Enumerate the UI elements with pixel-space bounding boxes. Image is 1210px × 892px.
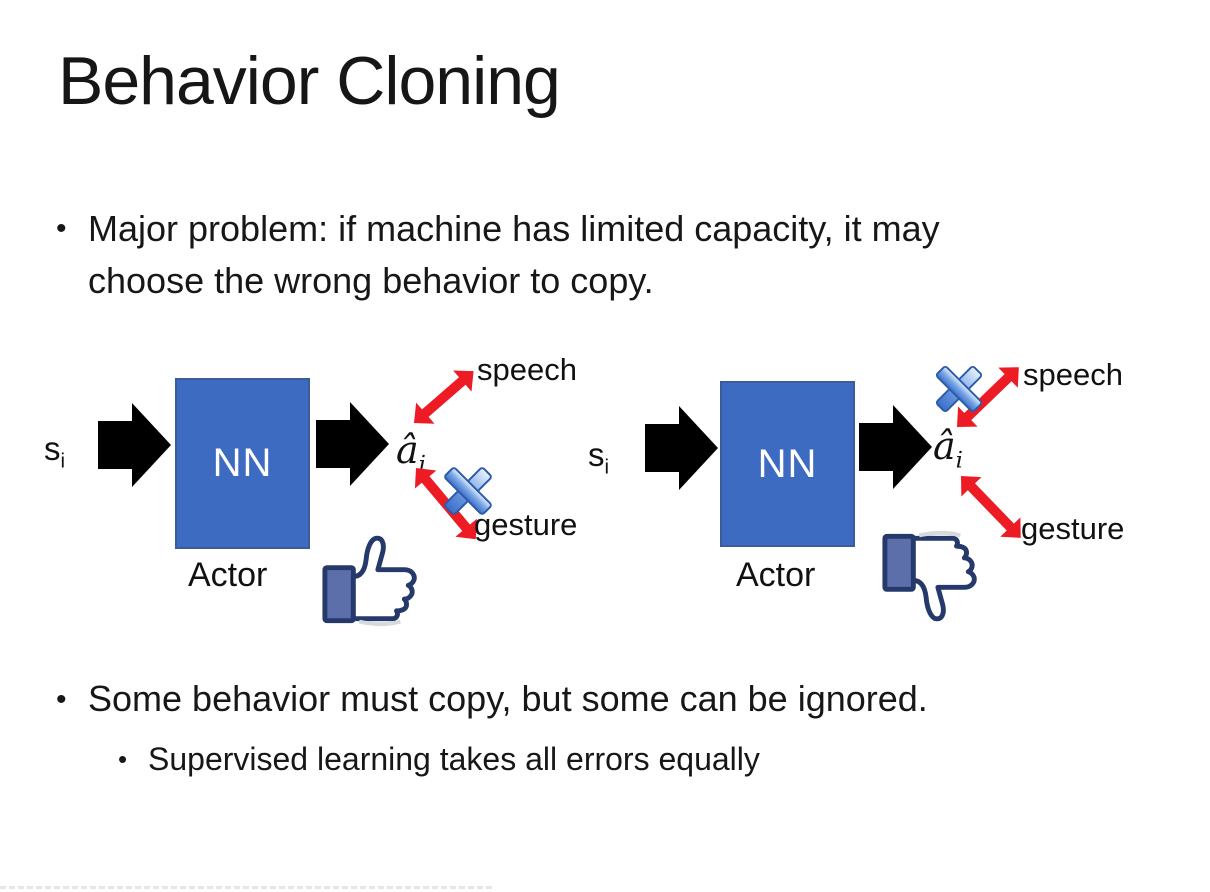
thumbs-up-icon	[322, 535, 417, 627]
cross-out-icon	[935, 365, 983, 413]
right-arrow-icon	[859, 405, 932, 489]
input-state-label: si	[588, 436, 610, 479]
right-arrow-icon	[645, 406, 718, 490]
cross-out-icon	[444, 467, 492, 515]
bullet-supervised-text: Supervised learning takes all errors equ…	[148, 741, 760, 777]
bullet-major-problem-text: Major problem: if machine has limited ca…	[88, 208, 940, 301]
output-action-label: âi	[396, 428, 426, 478]
bullet-some-behavior: • Some behavior must copy, but some can …	[56, 674, 1156, 726]
double-arrow-speech-icon	[414, 370, 474, 424]
bullet-supervised: • Supervised learning takes all errors e…	[118, 736, 1118, 782]
bottom-dashed-artifact	[0, 886, 492, 889]
nn-box: NN	[175, 378, 310, 549]
right-arrow-icon	[316, 402, 389, 486]
double-arrow-gesture-icon	[961, 476, 1021, 538]
speech-label: speech	[1023, 357, 1123, 392]
nn-box: NN	[720, 381, 855, 547]
gesture-label: gesture	[474, 507, 578, 542]
right-arrow-icon	[98, 403, 171, 487]
page-title: Behavior Cloning	[58, 43, 561, 119]
input-state-label: si	[44, 430, 66, 473]
bullet-glyph: •	[56, 212, 67, 245]
bullet-major-problem: • Major problem: if machine has limited …	[56, 203, 1066, 307]
actor-label: Actor	[736, 556, 816, 594]
output-action-label: âi	[933, 424, 963, 474]
nn-label: NN	[757, 441, 818, 486]
bullet-some-behavior-text: Some behavior must copy, but some can be…	[88, 678, 928, 719]
bullet-glyph: •	[118, 744, 128, 774]
gesture-label: gesture	[1021, 511, 1125, 546]
bullet-glyph: •	[56, 683, 67, 716]
thumbs-down-icon	[882, 530, 977, 622]
nn-label: NN	[212, 441, 273, 485]
speech-label: speech	[477, 352, 577, 387]
actor-label: Actor	[188, 556, 268, 594]
